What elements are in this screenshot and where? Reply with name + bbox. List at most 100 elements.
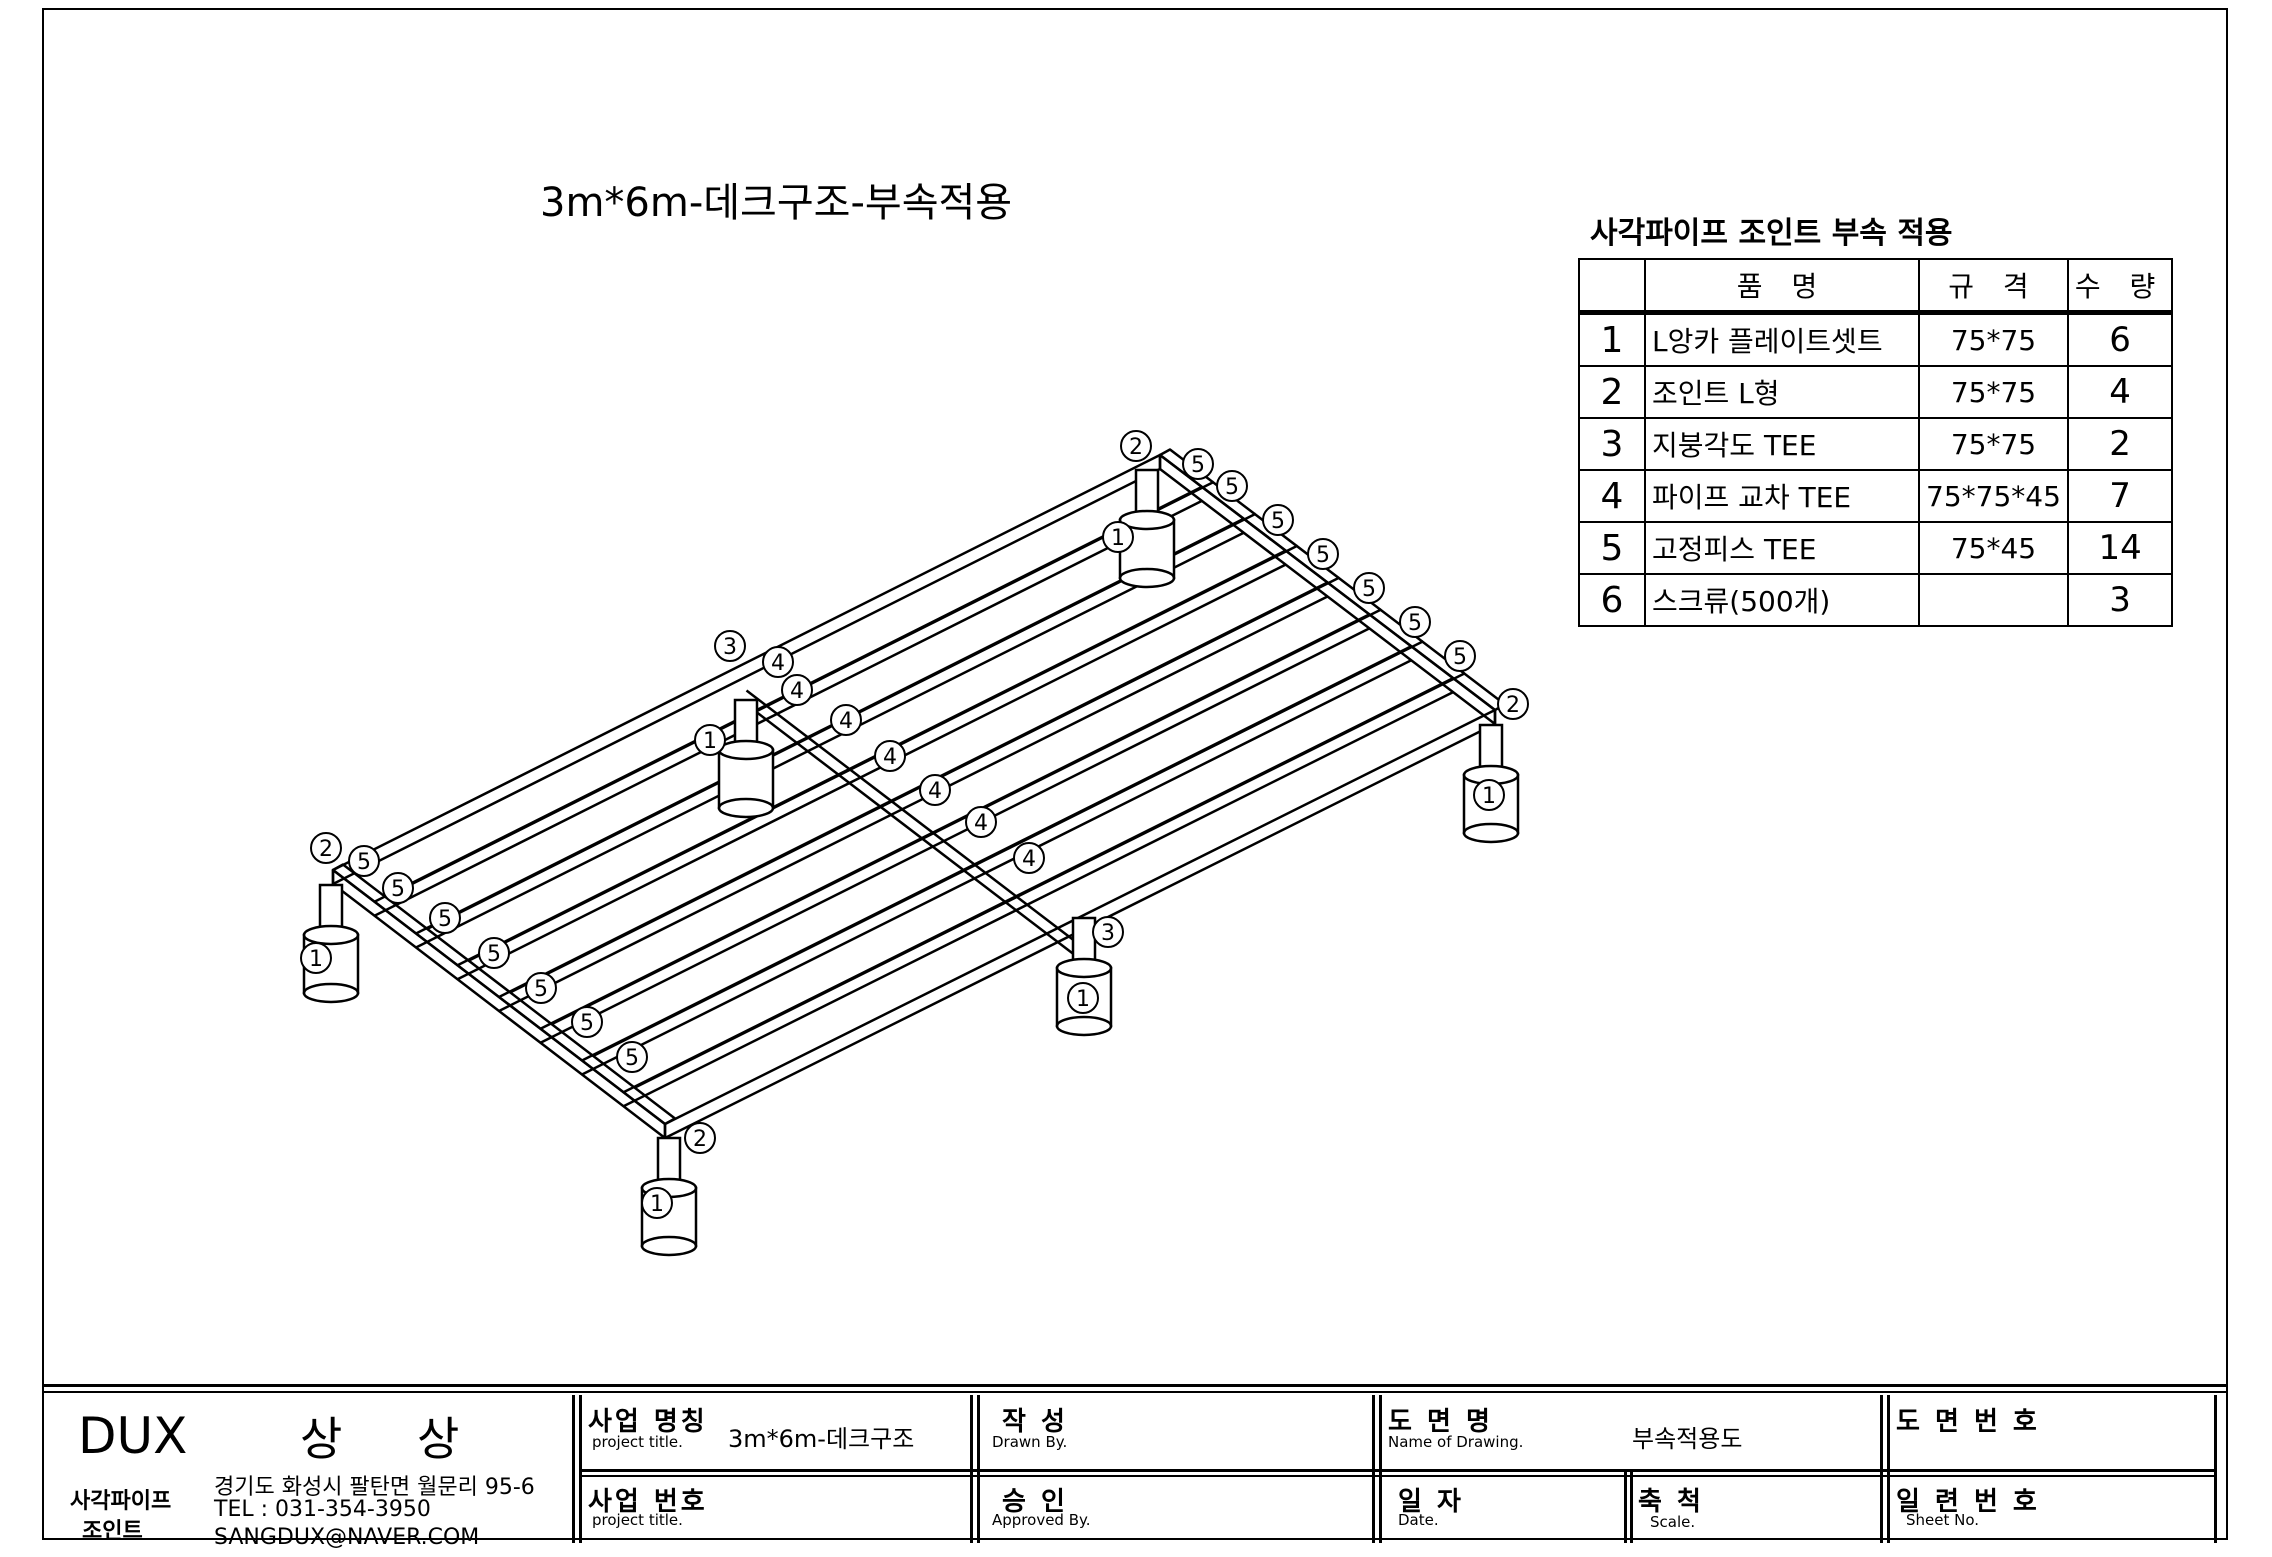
callout-balloon (1102, 521, 1134, 553)
title-block-divider (1624, 1472, 1627, 1543)
title-block: DUX 상 상 사각파이프 조인트 경기도 화성시 팔탄면 월문리 95-6 T… (42, 1384, 2228, 1550)
callout-balloon (525, 972, 557, 1004)
company-name-kr: 상 상 (300, 1412, 490, 1466)
drawing-no-label: 도 면 번 호 (1896, 1407, 2040, 1437)
callout-balloon (1120, 430, 1152, 462)
callout-balloon (1399, 606, 1431, 638)
callout-number: 2 (1129, 435, 1143, 460)
bom-row: 5 고정피스 TEE 75*45 14 (1578, 521, 2174, 575)
bom-table: 품 명 규 격 수 량 1 L앙카 플레이트셋트 75*75 6 2 조인트 L… (1578, 258, 2174, 627)
drawn-by-sub: Drawn By. (992, 1433, 1068, 1451)
drawing-sheet-border (42, 8, 2228, 1540)
title-block-divider (579, 1475, 2214, 1477)
callout-balloon (781, 674, 813, 706)
callout-balloon (1182, 448, 1214, 480)
callout-number: 1 (1111, 526, 1125, 551)
bom-row: 1 L앙카 플레이트셋트 75*75 6 (1578, 311, 2174, 367)
bom-header-name: 품 명 (1644, 258, 1920, 315)
bom-row-no: 5 (1578, 521, 1646, 575)
footing-bottom (1055, 1015, 1113, 1037)
callout-number: 5 (1408, 611, 1422, 636)
callout-balloon (478, 937, 510, 969)
callout-number: 1 (703, 729, 717, 754)
callout-balloon (1013, 842, 1045, 874)
joist-bottom (415, 531, 1245, 949)
title-block-rule (42, 1391, 2228, 1393)
bom-header-qty: 수 량 (2066, 258, 2174, 315)
bom-header-spec: 규 격 (1918, 258, 2069, 315)
callout-balloon (762, 646, 794, 678)
title-block-divider (2214, 1395, 2217, 1543)
callout-balloon (1067, 982, 1099, 1014)
callout-number: 1 (1076, 987, 1090, 1012)
approved-by-sub: Approved By. (992, 1511, 1091, 1529)
footing-top (1118, 509, 1176, 531)
callout-number: 3 (723, 635, 737, 660)
title-block-divider (579, 1469, 2214, 1472)
mid-cross-beam-edge (745, 703, 1081, 960)
title-block-divider (572, 1395, 575, 1543)
callout-balloon (429, 902, 461, 934)
bom-row-qty: 6 (2066, 311, 2174, 367)
callout-number: 5 (438, 907, 452, 932)
drawn-by-label: 작 성 (1002, 1407, 1068, 1437)
callout-balloon (1307, 538, 1339, 570)
callout-balloon (694, 724, 726, 756)
bom-row-name: 조인트 L형 (1644, 365, 1920, 419)
callout-balloon (641, 1187, 673, 1219)
joist-bottom (581, 659, 1412, 1076)
callout-number: 4 (1022, 847, 1036, 872)
callout-balloon (1353, 572, 1385, 604)
bom-row-name: 스크류(500개) (1644, 573, 1920, 627)
joist-bottom (373, 499, 1203, 917)
bom-row-qty: 3 (2066, 573, 2174, 627)
bom-row-name: 파이프 교차 TEE (1644, 469, 1920, 523)
bom-row-no: 2 (1578, 365, 1646, 419)
bom-row: 3 지붕각도 TEE 75*75 2 (1578, 417, 2174, 471)
callout-number: 5 (1191, 453, 1205, 478)
callout-number: 5 (534, 977, 548, 1002)
drawing-name-label: 도 면 명 (1388, 1407, 1493, 1437)
joist-bottom (539, 627, 1370, 1044)
title-block-divider (1630, 1472, 1633, 1543)
callout-number: 2 (319, 837, 333, 862)
callout-balloon (382, 872, 414, 904)
bom-header-no (1578, 258, 1646, 315)
callout-balloon (684, 1122, 716, 1154)
callout-balloon (874, 740, 906, 772)
bom-row-no: 1 (1578, 311, 1646, 367)
callout-number: 5 (357, 850, 371, 875)
callout-number: 4 (771, 651, 785, 676)
callout-number: 5 (625, 1046, 639, 1071)
bom-row-no: 6 (1578, 573, 1646, 627)
callout-balloon (616, 1041, 648, 1073)
callout-number: 1 (1482, 784, 1496, 809)
bom-row: 6 스크류(500개) 3 (1578, 573, 2174, 627)
footing-bottom (717, 797, 775, 819)
bom-row-qty: 4 (2066, 365, 2174, 419)
bom-row-qty: 2 (2066, 417, 2174, 471)
callout-number: 5 (1225, 475, 1239, 500)
footing-bottom (302, 982, 360, 1004)
bom-title: 사각파이프 조인트 부속 적용 (1590, 216, 1953, 251)
bom-row-no: 4 (1578, 469, 1646, 523)
callout-number: 5 (1271, 509, 1285, 534)
callout-number: 1 (309, 947, 323, 972)
left-beam (331, 453, 1162, 886)
footing-top (717, 739, 775, 761)
sheet-no-label: 일 련 번 호 (1896, 1487, 2040, 1517)
callout-balloon (1444, 640, 1476, 672)
scale-label: 축 척 (1638, 1487, 1704, 1517)
bom-row-spec: 75*45 (1918, 521, 2069, 575)
date-label: 일 자 (1398, 1487, 1464, 1517)
date-sub: Date. (1398, 1511, 1439, 1529)
drawing-title: 3m*6m-데크구조-부속적용 (540, 180, 1013, 226)
callout-number: 4 (974, 811, 988, 836)
callout-balloon (1497, 688, 1529, 720)
bom-row-qty: 7 (2066, 469, 2174, 523)
callout-number: 5 (1453, 645, 1467, 670)
callout-balloon (571, 1006, 603, 1038)
callout-number: 4 (883, 745, 897, 770)
footing-bottom (640, 1235, 698, 1257)
